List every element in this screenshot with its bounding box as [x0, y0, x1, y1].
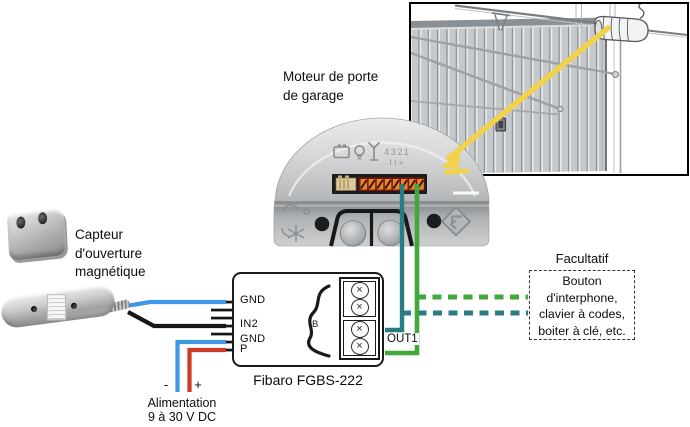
- b-button-label: B: [312, 319, 318, 330]
- antenna-icon: [367, 141, 381, 161]
- magnet-hole: [37, 211, 48, 225]
- pin-label-in2: IN2: [240, 318, 259, 330]
- device-caption: Fibaro FGBS-222: [253, 372, 363, 388]
- left-black-button: [314, 216, 330, 232]
- door-handle: [495, 117, 507, 132]
- optional-devices-box: Bouton d'interphone, clavier à codes, bo…: [529, 270, 635, 340]
- battery-icon: [333, 144, 350, 159]
- diamond-arrow-icon: [440, 206, 472, 237]
- garage-motor-illustration: 4321 -II+: [273, 117, 490, 247]
- b-button-squiggle: B: [307, 284, 331, 358]
- night-mode-icon: [283, 204, 310, 215]
- terminal-group-top: × ×: [343, 280, 376, 317]
- pin-label-p: P: [240, 343, 248, 355]
- motor-dome: [274, 117, 490, 205]
- device-pins: [211, 300, 232, 352]
- magnet-hole: [16, 216, 26, 230]
- output-terminal-block: × × × ×: [339, 277, 380, 360]
- sensor-label: Capteur d'ouverture magnétique: [75, 227, 146, 279]
- sensor-rivet: [70, 302, 78, 310]
- terminal-screw: ×: [350, 320, 369, 338]
- sensor-label-sticker: [46, 294, 67, 321]
- right-black-button: [426, 213, 442, 229]
- fibaro-device: GND IN2 GND P B × × × ×: [232, 272, 384, 367]
- power-plus-label: +: [194, 377, 202, 392]
- sensor-rivet: [30, 305, 38, 313]
- motor-label: Moteur de porte de garage: [283, 69, 379, 103]
- light-icon: [281, 225, 305, 242]
- power-cord: [638, 2, 645, 20]
- pin-label-gnd2: GND: [240, 333, 266, 345]
- optional-title: Facultatif: [555, 251, 609, 266]
- motor-terminal-block: [332, 174, 427, 194]
- terminal-polarity: -II+: [385, 158, 406, 168]
- magnet-block: [6, 208, 67, 261]
- blue-sensor-wire: [125, 299, 226, 309]
- pin-label-gnd1: GND: [240, 294, 266, 306]
- power-minus-label: -: [163, 377, 169, 392]
- terminal-screw: ×: [350, 281, 369, 299]
- terminal-screw: ×: [350, 337, 369, 355]
- terminal-screw: ×: [350, 298, 369, 316]
- terminal-group-bottom: × ×: [343, 319, 376, 356]
- sensor-body: [0, 283, 117, 330]
- bulb-icon: [354, 145, 365, 160]
- power-supply-label: Alimentation 9 à 30 V DC: [147, 396, 217, 424]
- out1-label: OUT1: [386, 333, 419, 345]
- black-sensor-wire: [127, 310, 226, 329]
- terminal-digits: 4321: [384, 147, 410, 158]
